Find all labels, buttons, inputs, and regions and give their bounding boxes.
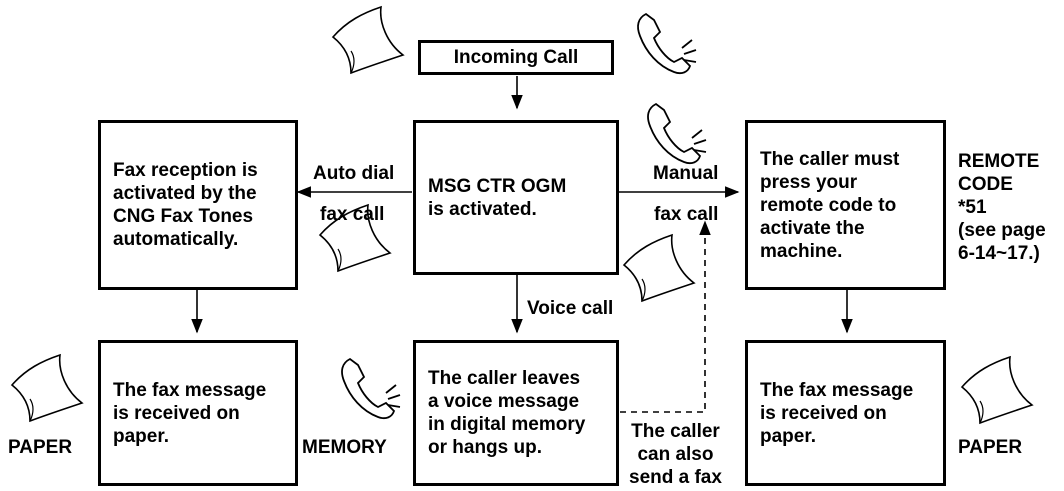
box-line: press your	[760, 171, 858, 193]
auto-dial-label: Auto dial	[313, 163, 395, 184]
manual-label: Manual	[653, 163, 719, 184]
box-line: The caller leaves	[428, 368, 581, 389]
remote-code-box: The caller must press your remote code t…	[745, 120, 946, 290]
box-line: activated by the	[113, 183, 257, 204]
paper-icon	[11, 354, 83, 422]
box-line: MSG CTR OGM	[428, 175, 567, 197]
box-line: paper.	[113, 425, 169, 447]
paper-icon	[623, 234, 695, 302]
fax-call-label-left: fax call	[320, 204, 385, 225]
note-line: *51	[958, 197, 987, 218]
telephone-icon	[647, 103, 707, 165]
paper-icon	[332, 6, 404, 74]
box-line: is activated.	[428, 198, 537, 220]
fax-call-label-right: fax call	[654, 204, 719, 225]
note-line: REMOTE	[958, 151, 1040, 172]
box-line: activate the	[760, 217, 865, 239]
paper-label-right: PAPER	[958, 437, 1023, 458]
msg-ctr-ogm-box: MSG CTR OGM is activated.	[413, 120, 619, 275]
voice-message-box: The caller leaves a voice message in dig…	[413, 340, 619, 486]
box-line: paper.	[760, 425, 816, 447]
note-line: send a fax	[629, 467, 722, 488]
memory-label: MEMORY	[302, 437, 387, 458]
box-line: is received on	[760, 402, 887, 424]
telephone-icon	[341, 358, 401, 420]
paper-icon	[961, 356, 1033, 424]
box-line: The fax message	[760, 379, 914, 401]
note-line: can also	[637, 444, 714, 465]
box-line: The caller must	[760, 148, 900, 170]
telephone-icon	[637, 13, 697, 75]
box-line: automatically.	[113, 229, 239, 250]
voice-call-label: Voice call	[527, 298, 614, 319]
box-line: a voice message	[428, 391, 580, 412]
box-line: remote code to	[760, 194, 897, 216]
fax-reception-box: Fax reception is activated by the CNG Fa…	[98, 120, 298, 290]
fax-paper-box-left: The fax message is received on paper.	[98, 340, 298, 486]
box-line: The fax message	[113, 379, 267, 401]
box-line: or hangs up.	[428, 437, 542, 458]
box-line: CNG Fax Tones	[113, 206, 254, 227]
box-line: in digital memory	[428, 414, 586, 435]
incoming-call-box: Incoming Call	[418, 40, 614, 75]
box-line: is received on	[113, 402, 240, 424]
paper-label-left: PAPER	[8, 437, 73, 458]
fax-paper-box-right: The fax message is received on paper.	[745, 340, 946, 486]
box-line: Fax reception is	[113, 160, 258, 181]
note-line: The caller	[631, 421, 720, 442]
box-line: Incoming Call	[453, 47, 579, 68]
send-fax-note: The caller can also send a fax	[629, 420, 722, 489]
note-line: (see page	[958, 220, 1046, 241]
note-line: 6-14~17.)	[958, 243, 1040, 264]
note-line: CODE	[958, 174, 1013, 195]
box-line: machine.	[760, 240, 843, 262]
remote-code-note: REMOTE CODE *51 (see page 6-14~17.)	[958, 150, 1046, 265]
